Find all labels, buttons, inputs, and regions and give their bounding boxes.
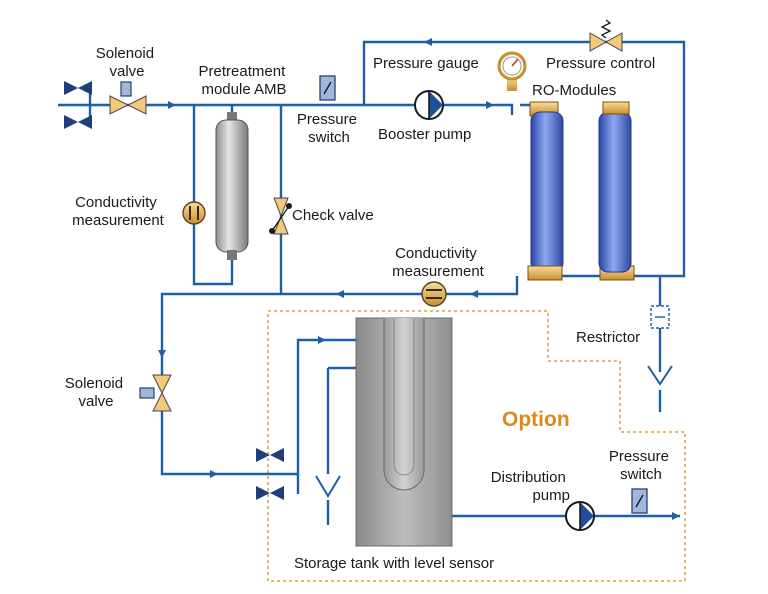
flow-arrow-icon	[318, 336, 326, 344]
solenoid-valve-label: Solenoid valve	[65, 375, 128, 410]
flow-arrow-icon	[486, 101, 494, 109]
solenoid-valve-icon	[109, 81, 147, 115]
pretreatment-label: Pretreatment module AMB	[199, 63, 290, 98]
pump-icon	[565, 501, 595, 531]
solenoid-valve-icon	[139, 374, 172, 412]
hand-valve-icon	[256, 448, 284, 500]
pressure-gauge-icon	[497, 51, 527, 91]
drain-icon	[315, 475, 341, 498]
flow-arrow-icon	[424, 38, 432, 46]
option-label: Option	[502, 408, 570, 431]
drain-icon	[647, 365, 673, 386]
flow-arrow-icon	[158, 350, 166, 358]
pressure-switch-label: Pressure switch	[609, 448, 673, 483]
conductivity-label: Conductivity measurement	[392, 245, 485, 280]
permeate-pipe	[160, 276, 519, 380]
pressure-switch-label: Pressure switch	[297, 111, 361, 146]
inlet-pipe	[58, 103, 234, 286]
pressure-switch-icon	[631, 488, 648, 514]
restrictor-icon	[650, 305, 670, 329]
ro-module-icon	[527, 101, 564, 281]
conductivity-sensor-icon	[421, 281, 447, 307]
recirculation-pipe	[362, 40, 686, 278]
flow-arrow-icon	[168, 101, 176, 109]
ro-modules-label: RO-Modules	[532, 82, 616, 99]
restrictor-label: Restrictor	[576, 329, 640, 346]
storage-tank-icon	[355, 317, 453, 547]
storage-tank-label: Storage tank with level sensor	[294, 555, 494, 572]
distribution-pump-label: Distribution pump	[491, 469, 570, 504]
pressure-control-valve-icon	[589, 19, 623, 52]
filter-cartridge-icon	[215, 112, 249, 260]
check-valve-label: Check valve	[292, 207, 374, 224]
booster-pump-label: Booster pump	[378, 126, 471, 143]
ro-module-icon	[598, 101, 635, 281]
flow-arrow-icon	[336, 290, 344, 298]
pump-icon	[414, 90, 444, 120]
conductivity-label: Conductivity measurement	[72, 194, 165, 229]
pressure-switch-icon	[319, 75, 336, 101]
solenoid-valve-label: Solenoid valve	[96, 45, 159, 80]
option-frame	[267, 310, 686, 582]
flow-arrow-icon	[470, 290, 478, 298]
pressure-gauge-label: Pressure gauge	[373, 55, 479, 72]
check-valve-icon	[269, 197, 292, 235]
conductivity-sensor-icon	[182, 201, 206, 225]
cartridge-top-pipe	[194, 103, 283, 120]
flow-arrow-icon	[672, 512, 680, 520]
pressure-control-label: Pressure control	[546, 55, 655, 72]
flow-arrow-icon	[210, 470, 218, 478]
flow-arrows	[158, 38, 680, 520]
hand-valve-icon	[64, 81, 92, 129]
